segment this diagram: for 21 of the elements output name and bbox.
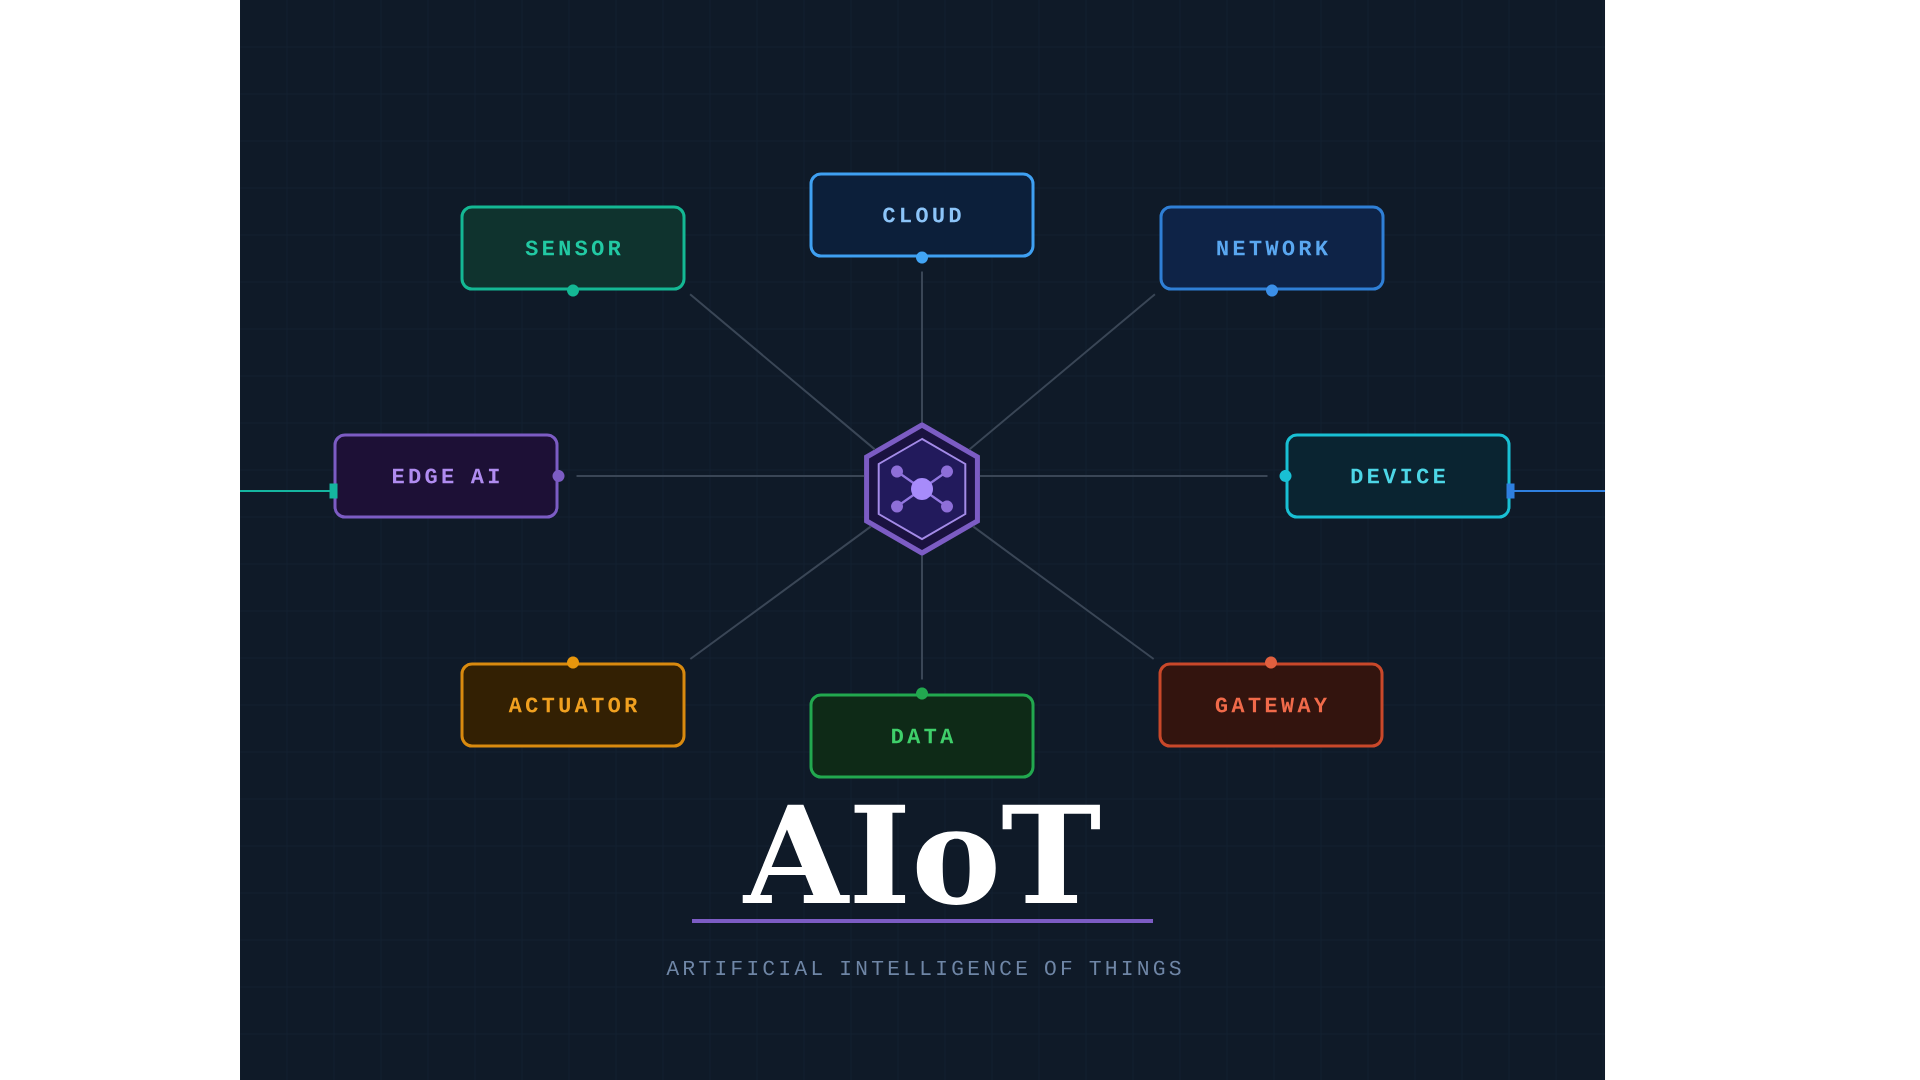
subtitle: ARTIFICIAL INTELLIGENCE OF THINGS bbox=[666, 960, 1181, 976]
label-box: SENSOR bbox=[460, 205, 686, 291]
connector-line bbox=[239, 483, 338, 499]
label-box: GATEWAY bbox=[1158, 662, 1384, 748]
label-box: CLOUD bbox=[809, 172, 1035, 258]
connector-line bbox=[978, 475, 1269, 477]
connector-line bbox=[921, 270, 923, 424]
label-box: EDGE AI bbox=[333, 433, 559, 519]
connector-line bbox=[689, 293, 876, 451]
connector-line bbox=[968, 293, 1156, 451]
hexagon-hub bbox=[864, 422, 980, 556]
label-box: NETWORK bbox=[1159, 205, 1385, 291]
label-box: DEVICE bbox=[1285, 433, 1511, 519]
connector-line bbox=[972, 525, 1155, 660]
connector-line bbox=[921, 554, 923, 681]
title: AIoT bbox=[742, 804, 1100, 905]
connector-line bbox=[689, 525, 872, 660]
connector-line bbox=[575, 475, 866, 477]
label-box: ACTUATOR bbox=[460, 662, 686, 748]
connector-line bbox=[1506, 483, 1606, 499]
label-box: DATA bbox=[809, 693, 1035, 779]
